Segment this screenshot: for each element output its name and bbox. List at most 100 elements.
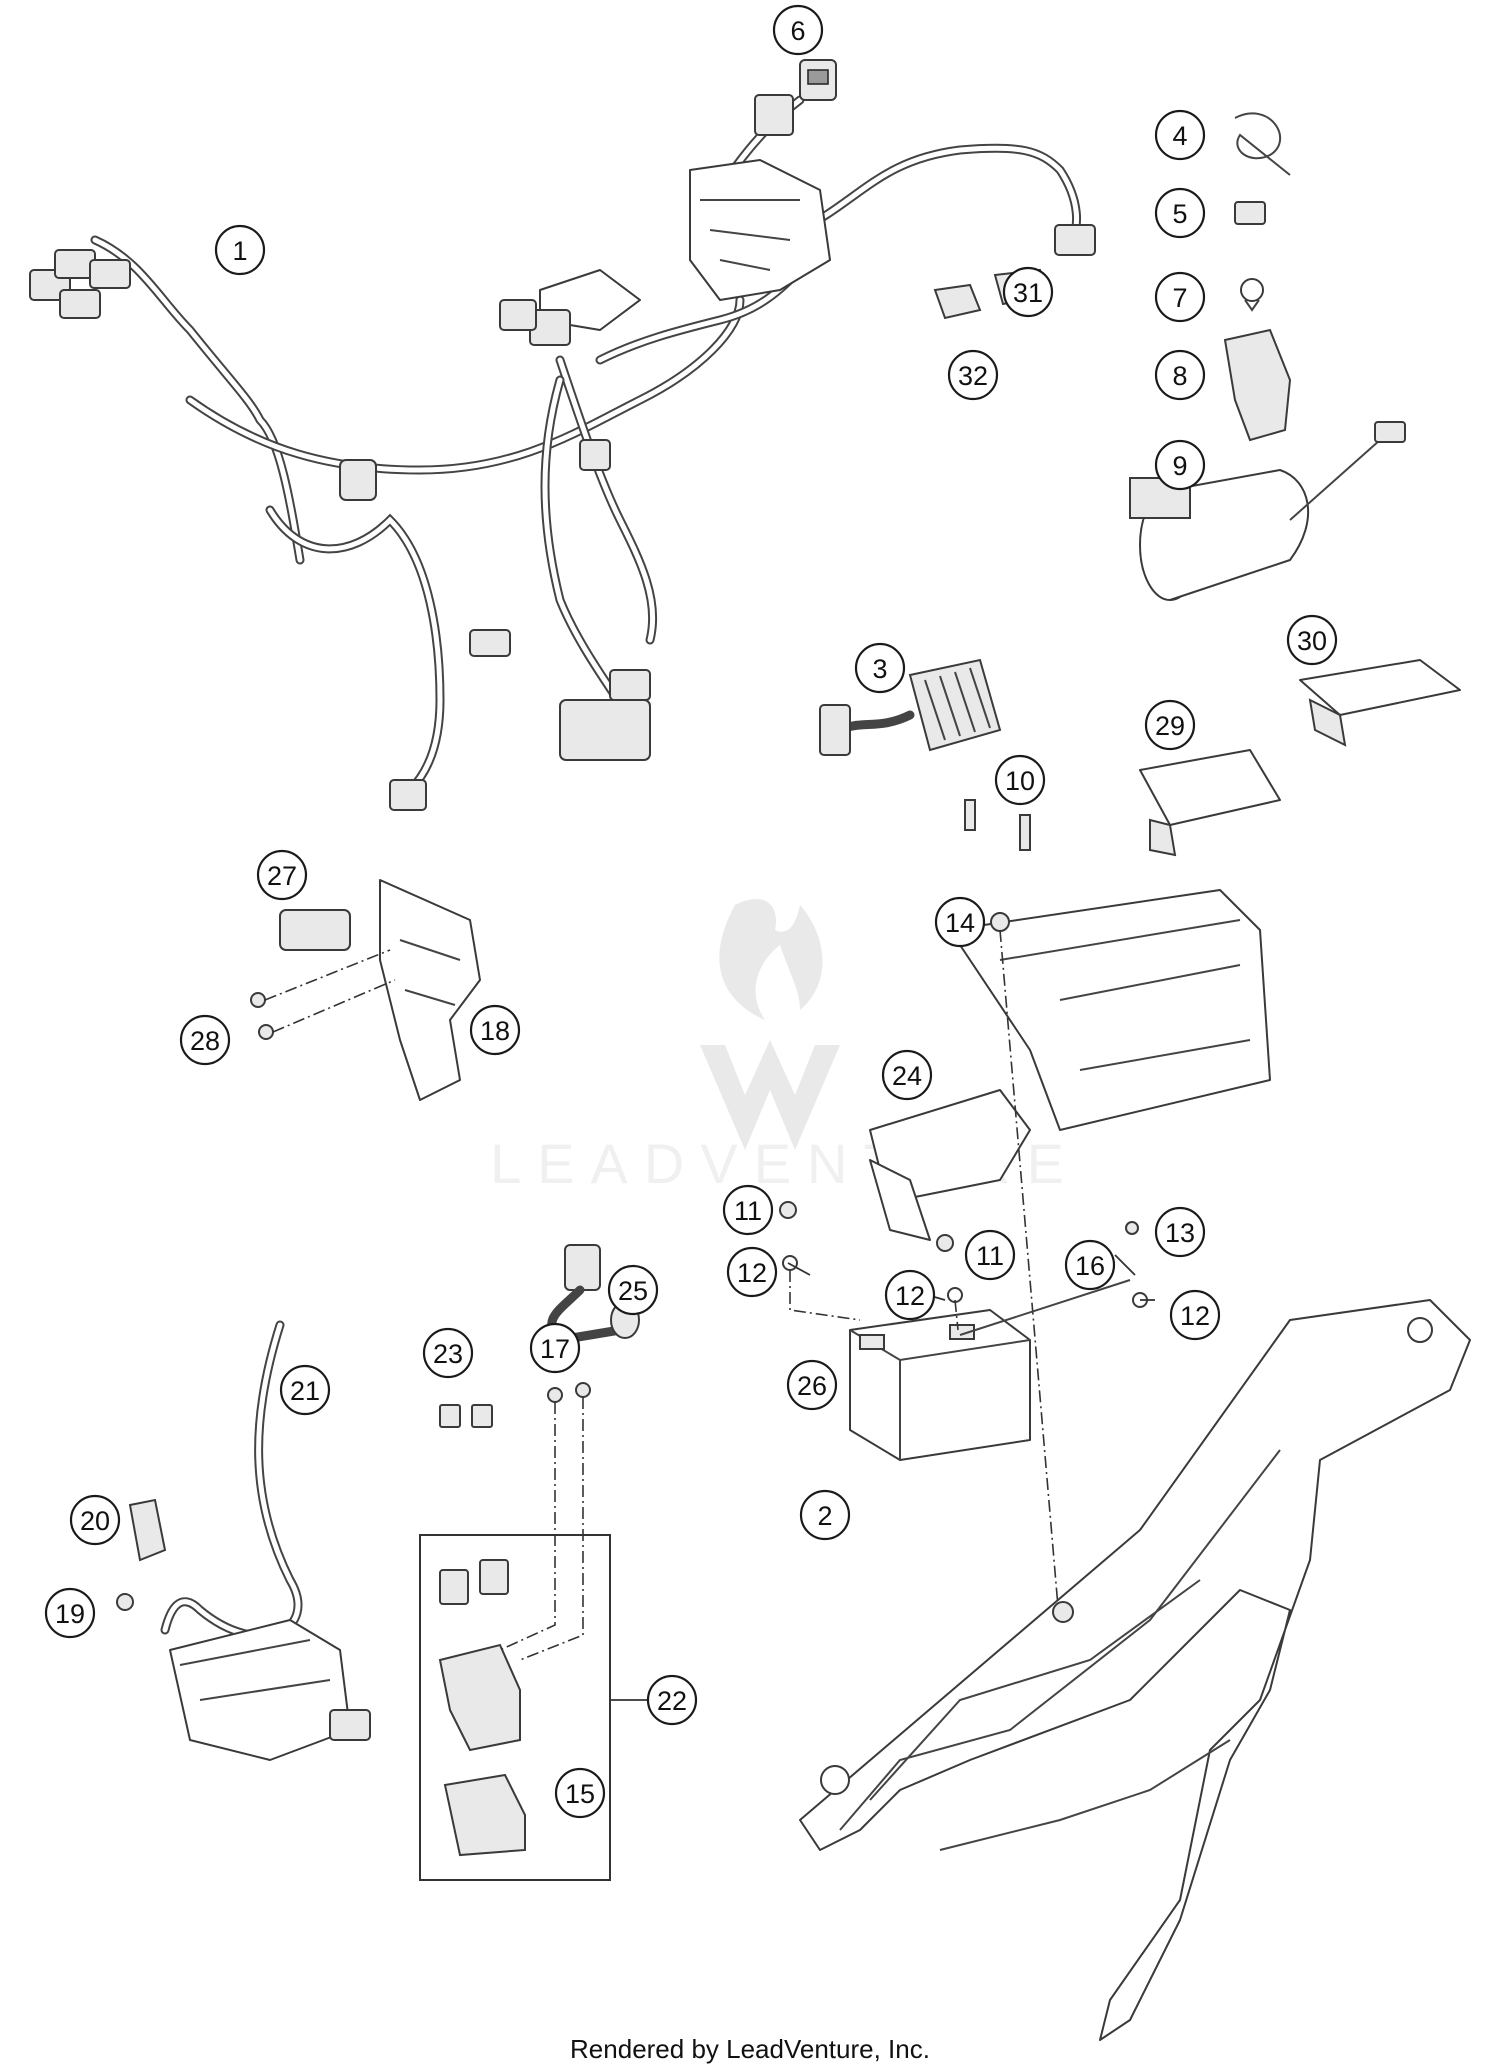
callout-circle: [44, 1587, 96, 1639]
regulator-3: [819, 658, 1002, 756]
callout-labels: 1234567891011111212121314151617181920212…: [44, 4, 1338, 1819]
callout-number: 11: [734, 1196, 762, 1226]
callout-number: 28: [190, 1026, 220, 1056]
clamp-20: [128, 1498, 167, 1562]
cable-tie-4: [1234, 112, 1291, 176]
callout-number: 13: [1165, 1218, 1195, 1248]
callout-circle: [1154, 109, 1206, 161]
callout-13: 13: [1154, 1206, 1206, 1258]
callout-2: 2: [799, 1489, 851, 1541]
callout-29: 29: [1144, 699, 1196, 751]
callout-circle: [1154, 439, 1206, 491]
callout-1: 1: [214, 224, 266, 276]
cover-8: [1223, 328, 1292, 442]
callout-18: 18: [469, 1004, 521, 1056]
horn-9: [1129, 421, 1406, 601]
connector-6: [799, 59, 837, 101]
callout-number: 14: [945, 908, 975, 938]
callout-number: 11: [976, 1241, 1004, 1271]
callout-31: 31: [1002, 266, 1054, 318]
callout-circle: [1002, 266, 1054, 318]
callout-circle: [1064, 1239, 1116, 1291]
cable-21: [160, 1320, 303, 1641]
wiring-harness: [29, 94, 1096, 811]
rivet-7: [1240, 278, 1264, 312]
callout-circle: [279, 1364, 331, 1416]
callout-circle: [1154, 349, 1206, 401]
starter-motor: [169, 1619, 371, 1761]
callout-12: 12: [884, 1269, 936, 1321]
callout-9: 9: [1154, 439, 1206, 491]
callout-26: 26: [786, 1359, 838, 1411]
callout-15: 15: [554, 1767, 606, 1819]
callout-circle: [994, 754, 1046, 806]
callout-number: 31: [1013, 278, 1043, 308]
callout-24: 24: [881, 1049, 933, 1101]
callout-21: 21: [279, 1364, 331, 1416]
callout-circle: [179, 1014, 231, 1066]
callout-number: 1: [232, 236, 247, 266]
callout-circle: [1154, 1206, 1206, 1258]
footer-credit: Rendered by LeadVenture, Inc.: [570, 2034, 930, 2064]
callout-number: 8: [1172, 361, 1187, 391]
callout-circle: [469, 1004, 521, 1056]
callout-circle: [529, 1322, 581, 1374]
relay-group-22: [419, 1382, 660, 1881]
callout-circle: [646, 1674, 698, 1726]
callout-circle: [1286, 614, 1338, 666]
callout-number: 27: [267, 861, 297, 891]
callout-number: 7: [1172, 283, 1187, 313]
callout-11: 11: [964, 1229, 1016, 1281]
callout-circle: [726, 1246, 778, 1298]
ecu-29: [1139, 749, 1281, 857]
battery-box-24: [869, 889, 1271, 1241]
callout-25: 25: [607, 1264, 659, 1316]
callout-22: 22: [646, 1674, 698, 1726]
callout-11: 11: [722, 1184, 774, 1236]
callout-circle: [786, 1359, 838, 1411]
callout-circle: [1144, 699, 1196, 751]
callout-number: 10: [1005, 766, 1035, 796]
callout-number: 3: [872, 654, 887, 684]
callout-8: 8: [1154, 349, 1206, 401]
relay-27: [279, 909, 351, 951]
callout-circle: [772, 4, 824, 56]
callout-circle: [722, 1184, 774, 1236]
callout-circle: [854, 642, 906, 694]
callout-circle: [214, 224, 266, 276]
callout-28: 28: [179, 1014, 231, 1066]
callout-circle: [69, 1494, 121, 1546]
callout-19: 19: [44, 1587, 96, 1639]
nut-19: [116, 1593, 134, 1611]
callout-circle: [256, 849, 308, 901]
callout-number: 18: [480, 1016, 510, 1046]
callout-circle: [1169, 1289, 1221, 1341]
callout-27: 27: [256, 849, 308, 901]
callout-circle: [607, 1264, 659, 1316]
callout-circle: [799, 1489, 851, 1541]
callout-14: 14: [934, 896, 986, 948]
callout-number: 32: [958, 361, 988, 391]
callout-23: 23: [422, 1327, 474, 1379]
callout-number: 21: [290, 1376, 320, 1406]
screws-10: [964, 799, 1031, 851]
callout-20: 20: [69, 1494, 121, 1546]
callout-circle: [1154, 187, 1206, 239]
callout-circle: [881, 1049, 933, 1101]
callout-3: 3: [854, 642, 906, 694]
callout-number: 2: [817, 1501, 832, 1531]
bracket-18: [379, 879, 481, 1101]
callout-7: 7: [1154, 271, 1206, 323]
callout-number: 19: [55, 1599, 85, 1629]
callout-30: 30: [1286, 614, 1338, 666]
callout-number: 22: [657, 1686, 687, 1716]
callout-circle: [964, 1229, 1016, 1281]
callout-number: 17: [540, 1334, 570, 1364]
callout-number: 23: [433, 1339, 463, 1369]
callout-circle: [554, 1767, 606, 1819]
callout-number: 6: [790, 16, 805, 46]
battery-2: [849, 1309, 1031, 1461]
rear-subframe: [799, 1299, 1471, 2041]
callout-number: 24: [892, 1061, 922, 1091]
callout-16: 16: [1064, 1239, 1116, 1291]
